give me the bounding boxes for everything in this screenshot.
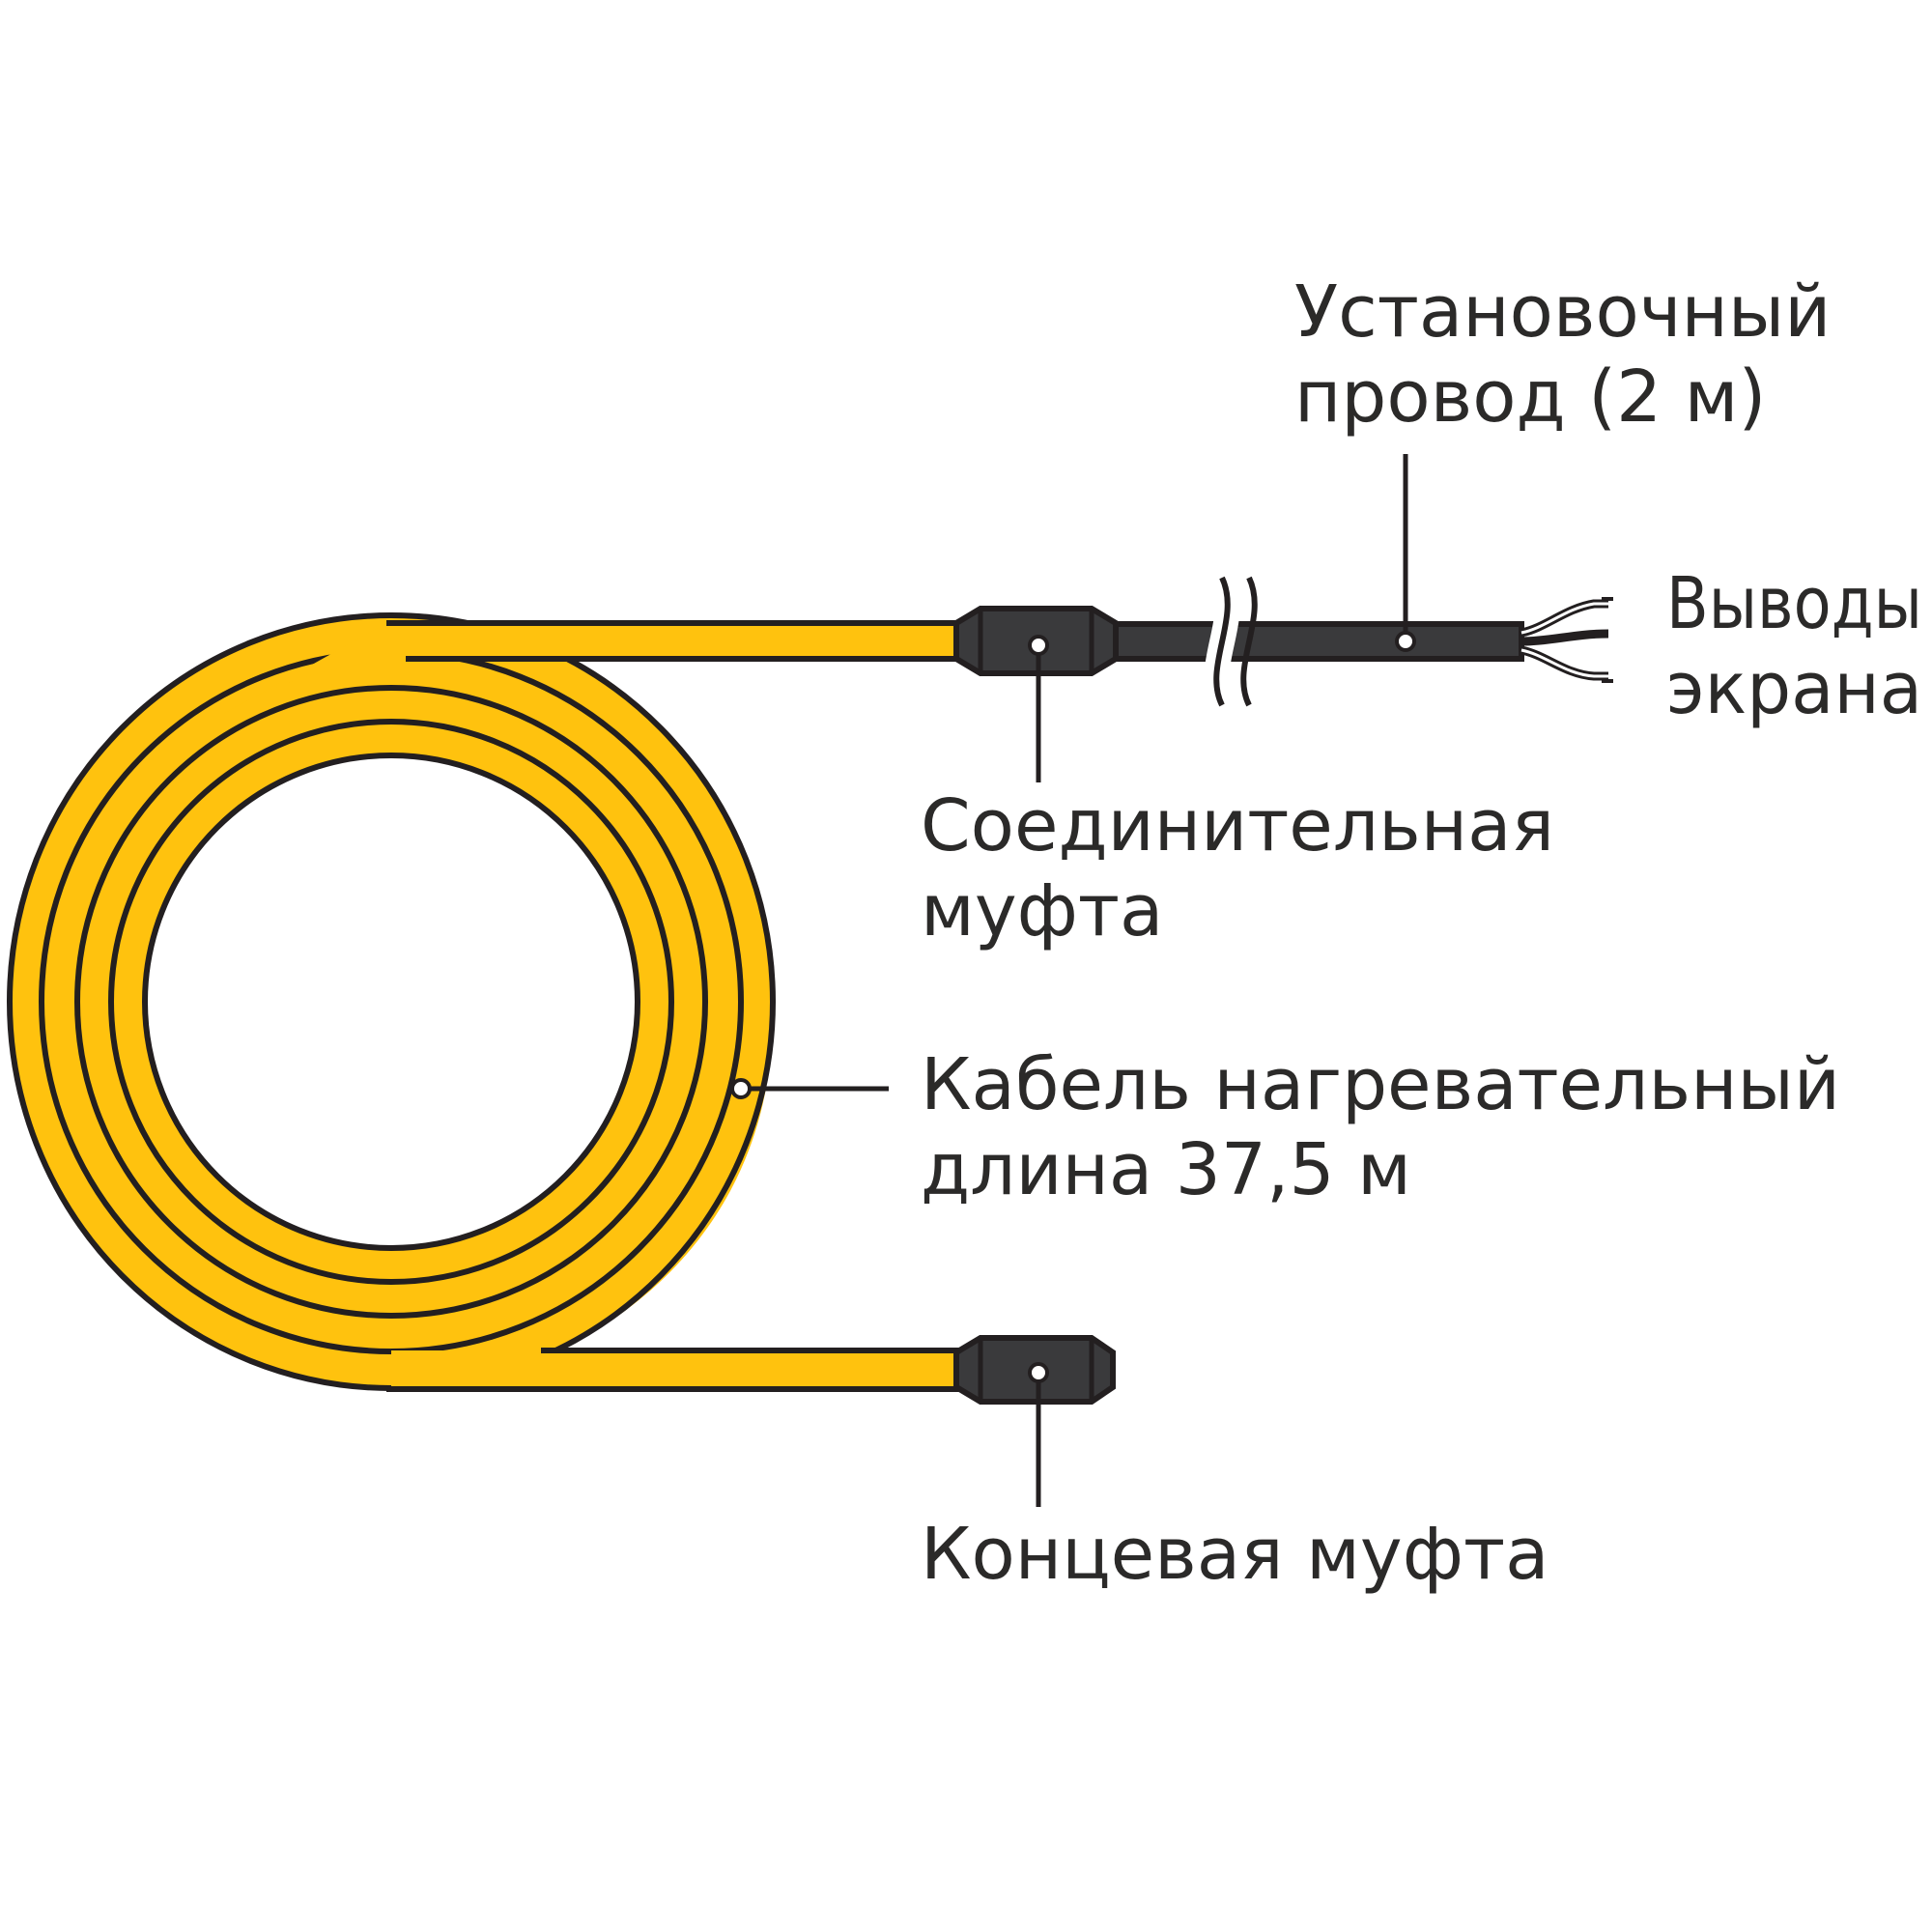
marker-end-sleeve [1028, 1362, 1049, 1383]
installation-wire-body [1113, 621, 1524, 662]
label-screen-leads-line2: экрана [1666, 647, 1922, 730]
coil-inner-hole [142, 753, 640, 1251]
heating-cable-coil-icon [7, 612, 966, 1392]
coil-ring-3 [74, 685, 708, 1319]
wire-break-icon [1204, 574, 1258, 711]
leader-lines [730, 454, 1416, 1507]
coil-ring-4 [108, 719, 674, 1285]
label-heating-cable-line2: длина 37,5 м [921, 1128, 1411, 1211]
label-installation-wire-line1: Установочный [1294, 270, 1831, 354]
label-connecting-sleeve-line1: Соединительная [921, 784, 1554, 867]
label-screen-leads-line1: Выводы [1666, 562, 1922, 645]
wire-leads-icon [1520, 597, 1613, 683]
coil-bottom-tail-fill [391, 1350, 966, 1389]
marker-connecting-sleeve [1028, 635, 1049, 656]
label-installation-wire-line2: провод (2 м) [1294, 355, 1766, 439]
installation-wire-icon [1113, 574, 1524, 711]
labels: Установочный провод (2 м) Выводы экрана … [921, 270, 1922, 1596]
marker-heating-cable [730, 1078, 752, 1099]
label-connecting-sleeve-line2: муфта [921, 869, 1163, 952]
label-end-sleeve: Концевая муфта [921, 1513, 1548, 1596]
label-heating-cable-line1: Кабель нагревательный [921, 1043, 1840, 1126]
coil-top-tail-fill [386, 623, 966, 659]
marker-installation-wire [1395, 631, 1416, 652]
